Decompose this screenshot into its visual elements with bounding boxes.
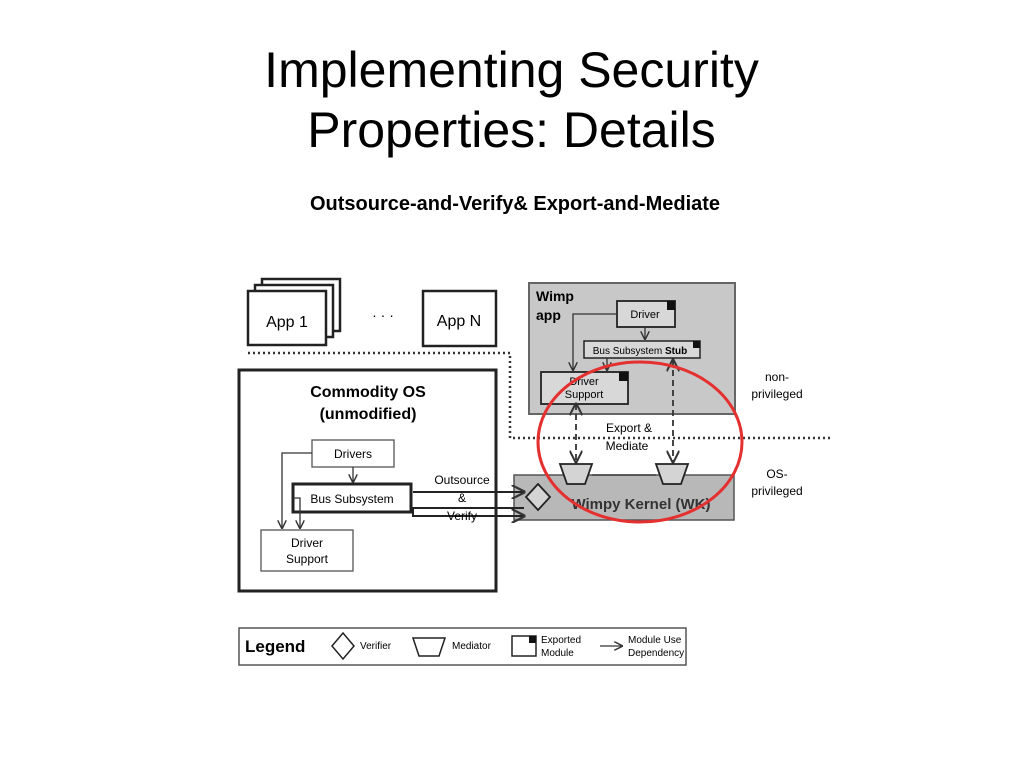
commodity-os-subtitle: (unmodified)	[320, 406, 417, 423]
export-mediate-label-2: Mediate	[606, 439, 649, 453]
exported-module-marker	[667, 301, 675, 310]
legend-mediator-label: Mediator	[452, 641, 492, 652]
highlight-circle	[536, 360, 744, 524]
slide-subtitle: Outsource-and-Verify& Export-and-Mediate	[309, 193, 721, 215]
legend-title: Legend	[245, 637, 305, 656]
legend-box: Legend Verifier Mediator Exported Module…	[238, 627, 687, 666]
bus-to-support-arrow	[293, 497, 300, 528]
outsource-label-1: Outsource	[434, 473, 490, 487]
driver-support-box: Driver Support	[260, 529, 354, 572]
wimp-driver-box: Driver	[616, 300, 676, 328]
drivers-label: Drivers	[334, 447, 372, 461]
title-line-1: Implementing Security	[264, 42, 759, 98]
non-privileged-label-1: non-	[765, 370, 789, 384]
app-n-box: App N	[421, 289, 498, 348]
apps-ellipsis: · · ·	[372, 307, 394, 323]
drivers-to-support-arrow	[282, 452, 312, 528]
export-mediate-label-1: Export &	[606, 421, 652, 435]
exported-module-marker	[693, 341, 700, 348]
outsource-label-2: &	[458, 491, 466, 505]
bus-subsystem-stub-box: Bus Subsystem Stub	[583, 340, 701, 359]
legend-module-use-label-2: Dependency	[628, 648, 684, 659]
verifier-diamond	[524, 482, 552, 512]
wimp-driver-to-support-arrow	[573, 313, 617, 370]
privilege-boundary-line	[248, 351, 833, 440]
os-privileged-label-1: OS-	[766, 467, 787, 481]
app-1-label: App 1	[266, 314, 308, 331]
legend-verifier-label: Verifier	[360, 641, 392, 652]
exported-module-marker	[619, 372, 628, 381]
legend-exported-label-1: Exported	[541, 635, 581, 646]
non-privileged-label-2: privileged	[751, 387, 802, 401]
wimpy-kernel-label: Wimpy Kernel (WK)	[571, 496, 710, 513]
legend-exported-label-2: Module	[541, 648, 574, 659]
wimp-driver-label: Driver	[630, 309, 660, 321]
wimp-driver-support-label-2: Support	[565, 389, 604, 401]
mediator-right	[654, 463, 690, 485]
driver-support-label-1: Driver	[291, 536, 323, 550]
app-n-label: App N	[437, 313, 481, 330]
mediator-left	[558, 463, 594, 485]
bus-subsystem-box: Bus Subsystem	[291, 482, 413, 514]
drivers-box: Drivers	[311, 439, 395, 468]
legend-verifier-icon	[331, 631, 355, 661]
os-privileged-label-2: privileged	[751, 484, 802, 498]
commodity-os-title: Commodity OS	[310, 384, 426, 401]
wimp-app-title-1: Wimp	[536, 288, 574, 304]
bus-subsystem-label: Bus Subsystem	[310, 492, 393, 506]
legend-module-use-label-1: Module Use	[628, 635, 682, 646]
verify-arrow	[412, 507, 524, 516]
wimp-app-title-2: app	[536, 307, 561, 323]
title-line-2: Properties: Details	[307, 102, 716, 158]
app-1-stack: App 1	[246, 277, 342, 347]
slide-title: Implementing Security Properties: Detail…	[0, 40, 1023, 160]
driver-support-label-2: Support	[286, 552, 329, 566]
bus-stub-bold-label: Stub	[665, 346, 687, 357]
svg-text:Bus Subsystem Stub: Bus Subsystem Stub	[593, 346, 687, 357]
bus-stub-label: Bus Subsystem	[593, 346, 665, 357]
legend-mediator-icon	[411, 637, 447, 657]
outsource-label-3: Verify	[447, 509, 477, 523]
